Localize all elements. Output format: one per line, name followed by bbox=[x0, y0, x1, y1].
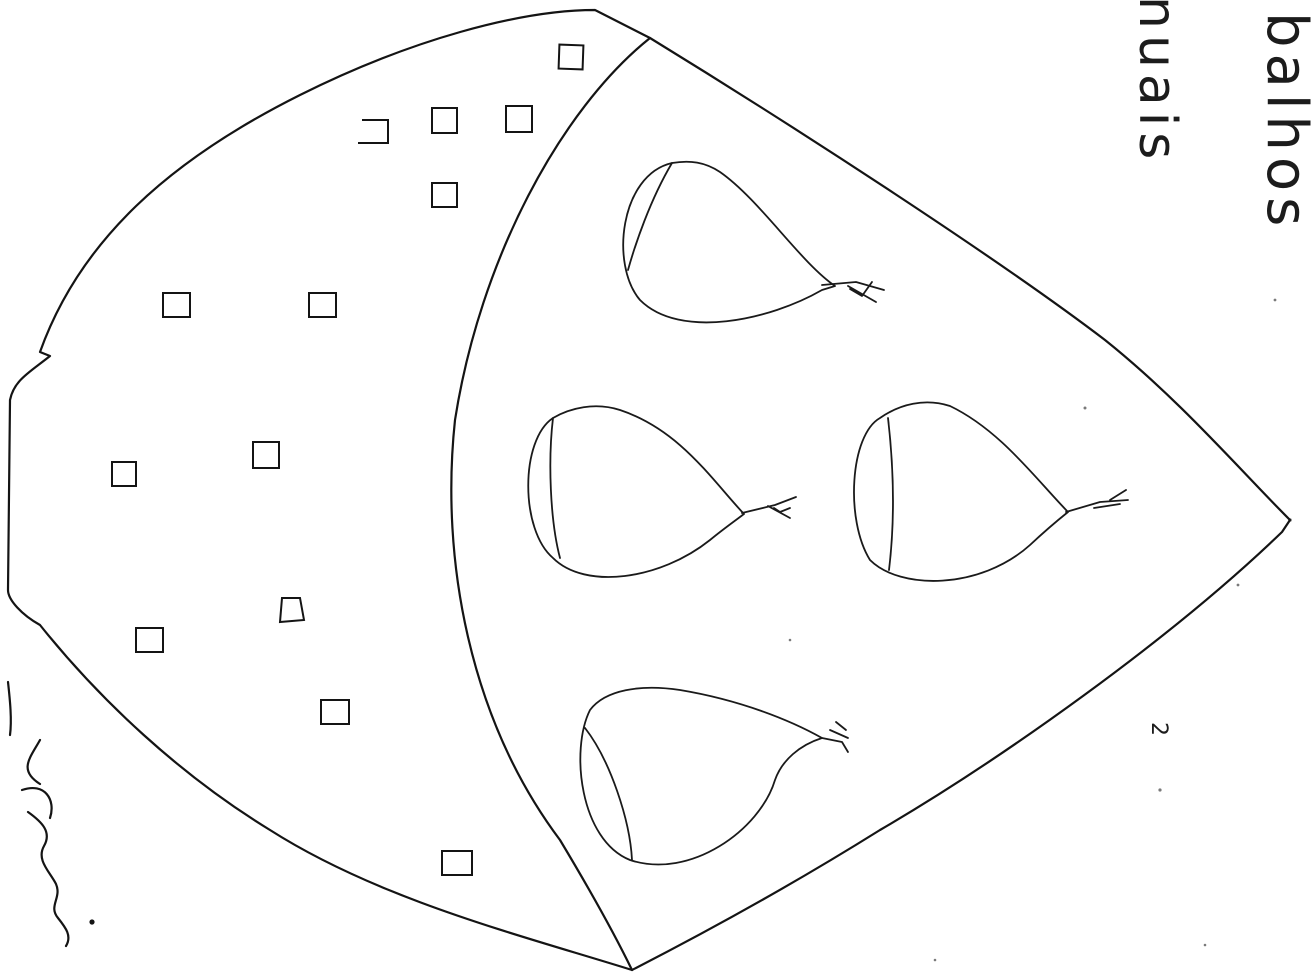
square bbox=[136, 628, 163, 652]
bulb-top bbox=[623, 162, 884, 323]
square bbox=[280, 598, 304, 622]
square bbox=[506, 106, 532, 132]
square bbox=[163, 293, 190, 317]
square bbox=[253, 442, 279, 468]
square bbox=[442, 851, 472, 875]
margin-handwriting: balhos nuais bbox=[1127, 0, 1311, 232]
square bbox=[321, 700, 349, 724]
square bbox=[559, 45, 584, 70]
bulb-right bbox=[854, 402, 1128, 580]
signature bbox=[8, 682, 95, 946]
square bbox=[432, 183, 457, 207]
square bbox=[112, 462, 136, 486]
margin-text-line1: balhos bbox=[1254, 12, 1311, 232]
page-number: 2 bbox=[1146, 722, 1171, 736]
bulb-middle bbox=[528, 406, 796, 577]
division-line bbox=[451, 38, 650, 970]
square bbox=[432, 108, 457, 133]
square bbox=[309, 293, 336, 317]
shield-outline bbox=[8, 10, 1290, 970]
squares-group bbox=[112, 45, 583, 875]
square bbox=[358, 120, 388, 143]
margin-text-line2: nuais bbox=[1127, 0, 1187, 165]
scan-noise bbox=[789, 299, 1292, 962]
bulb-bottom bbox=[580, 688, 848, 865]
